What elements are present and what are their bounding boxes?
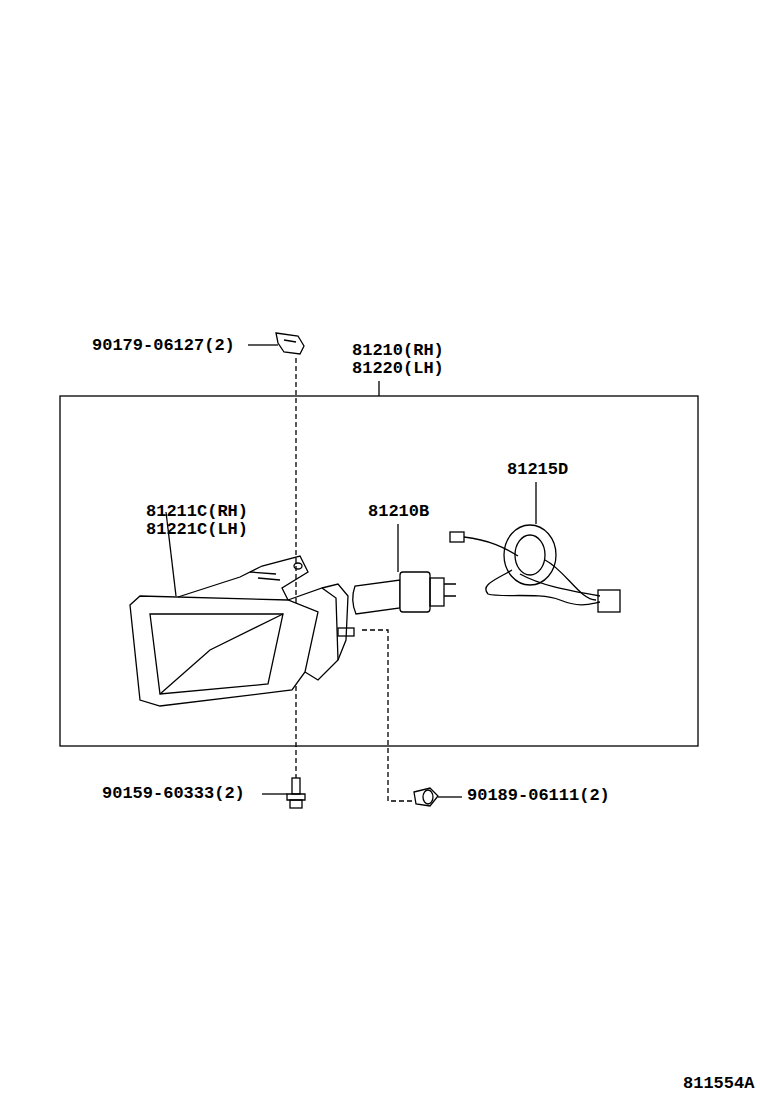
assembly-frame — [60, 396, 698, 746]
leader-line — [535, 482, 536, 524]
leader-line — [397, 524, 398, 572]
leader-line — [262, 793, 287, 794]
callout-number: 81220(LH) — [352, 360, 444, 378]
callout-number: 811554A — [683, 1075, 754, 1093]
clip-nut — [276, 333, 304, 354]
bulb — [353, 524, 456, 614]
dashed-leader — [360, 630, 412, 801]
callout-number: 90179-06127(2) — [92, 337, 235, 355]
callout-number: 81210(RH) — [352, 342, 444, 360]
lamp-housing — [130, 512, 354, 706]
callout-number: 81211C(RH) — [146, 503, 248, 521]
bolt — [287, 778, 305, 808]
leader-line — [378, 381, 379, 396]
socket-harness — [450, 482, 620, 612]
callout-number: 81210B — [368, 503, 429, 521]
callout-number: 81215D — [507, 461, 568, 479]
leader-line — [438, 796, 462, 797]
leader-line — [248, 344, 278, 345]
push-clip — [414, 788, 438, 806]
callout-number: 81221C(LH) — [146, 521, 248, 539]
callout-number: 90159-60333(2) — [102, 785, 245, 803]
callout-number: 90189-06111(2) — [467, 787, 610, 805]
